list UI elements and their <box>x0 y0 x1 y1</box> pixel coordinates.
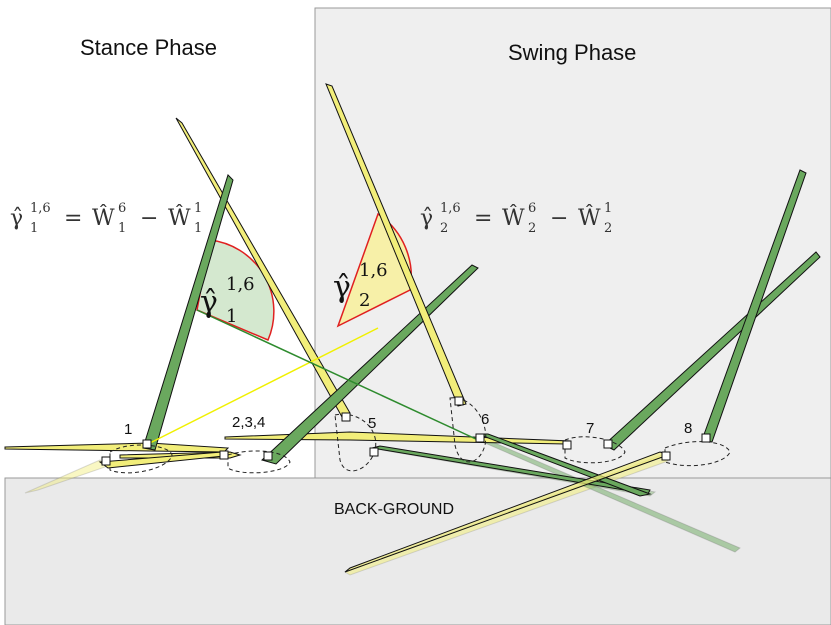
frame-label-2-3-4: 2,3,4 <box>232 414 265 431</box>
marker-square-5 <box>341 412 351 422</box>
svg-text:1: 1 <box>194 201 202 216</box>
marker-square-7 <box>562 440 572 450</box>
svg-text:1: 1 <box>194 221 202 236</box>
svg-text:2: 2 <box>528 221 536 236</box>
svg-text:γ̂: γ̂ <box>333 270 351 305</box>
yellow-leaf-swing <box>325 83 467 407</box>
dashed-outline-1 <box>109 444 173 474</box>
marker-square-3 <box>263 451 273 461</box>
svg-text:1: 1 <box>30 221 38 236</box>
marker-square-7b <box>603 439 613 449</box>
svg-text:=: = <box>474 206 492 231</box>
marker-square-8 <box>661 451 671 461</box>
background-label: BACK-GROUND <box>334 501 454 518</box>
stance-angle-label: γ̂ 1,6 1 <box>200 274 255 327</box>
svg-text:2: 2 <box>604 221 612 236</box>
svg-text:γ̂: γ̂ <box>200 285 218 320</box>
svg-text:2: 2 <box>440 221 448 236</box>
marker-square-8b <box>701 433 711 443</box>
svg-text:6: 6 <box>118 201 126 216</box>
dashed-outline-7 <box>564 436 626 464</box>
dashed-outline-2 <box>227 450 291 474</box>
green-leaf-frame-6 <box>477 433 652 497</box>
svg-text:1: 1 <box>118 221 126 236</box>
marker-square-1b <box>101 456 111 466</box>
swing-equation: γ̂ 2 1,6 = Ŵ 2 6 − Ŵ 2 1 <box>420 201 612 236</box>
marker-square-2 <box>219 450 229 460</box>
marker-square-6b <box>475 433 485 443</box>
green-connector-line <box>196 309 479 441</box>
svg-text:6: 6 <box>528 201 536 216</box>
svg-text:1: 1 <box>604 201 612 216</box>
svg-text:−: − <box>550 206 568 231</box>
svg-text:Ŵ: Ŵ <box>92 204 115 231</box>
svg-text:2: 2 <box>359 290 370 311</box>
svg-text:=: = <box>64 206 82 231</box>
dashed-outline-8 <box>664 441 731 467</box>
marker-square-6 <box>454 396 464 406</box>
svg-text:γ̂: γ̂ <box>420 206 433 231</box>
svg-text:γ̂: γ̂ <box>10 206 23 231</box>
svg-text:1,6: 1,6 <box>359 260 388 281</box>
svg-text:−: − <box>140 206 158 231</box>
yellow-connector-line <box>149 327 379 444</box>
svg-text:1,6: 1,6 <box>440 201 461 216</box>
svg-text:1,6: 1,6 <box>30 201 51 216</box>
stance-phase-title: Stance Phase <box>80 35 217 60</box>
frame-label-6: 6 <box>481 411 489 428</box>
svg-text:Ŵ: Ŵ <box>578 204 601 231</box>
svg-text:Ŵ: Ŵ <box>502 204 525 231</box>
marker-square-1 <box>142 439 152 449</box>
yellow-leaf-frame-1 <box>4 442 230 453</box>
swing-phase-title: Swing Phase <box>508 40 636 65</box>
svg-text:1: 1 <box>226 306 237 327</box>
marker-square-5b <box>369 447 379 457</box>
frame-label-5: 5 <box>368 415 376 432</box>
svg-text:1,6: 1,6 <box>226 274 255 295</box>
green-leaf-stance <box>142 174 234 451</box>
frame-label-8: 8 <box>684 420 692 437</box>
background-panel <box>4 477 831 625</box>
swing-angle-label: γ̂ 1,6 2 <box>333 260 388 311</box>
svg-text:Ŵ: Ŵ <box>168 204 191 231</box>
frame-label-1: 1 <box>124 421 132 438</box>
frame-label-7: 7 <box>586 420 594 437</box>
stance-equation: γ̂ 1 1,6 = Ŵ 1 6 − Ŵ 1 1 <box>10 201 202 236</box>
